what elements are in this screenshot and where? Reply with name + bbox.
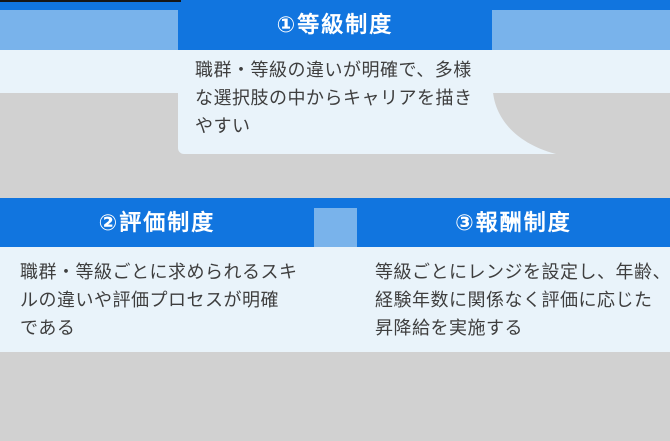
card-3-body-line: 経験年数に関係なく評価に応じた [375, 290, 653, 310]
card-1-body-line: やすい [195, 116, 251, 136]
speech-bubble [178, 50, 492, 154]
card-1-body-line: 職群・等級の違いが明確で、多様 [195, 60, 472, 80]
card-1-header-label: ①等級制度 [276, 12, 394, 37]
card-2-body-line: ルの違いや評価プロセスが明確 [20, 290, 279, 310]
card-3-body-line: 昇降給を実施する [375, 318, 523, 338]
card-1-body: 職群・等級の違いが明確で、多様 な選択肢の中からキャリアを描き やすい [195, 56, 495, 140]
card-1-body-line: な選択肢の中からキャリアを描き [195, 88, 473, 108]
card-3-body-line: 等級ごとにレンジを設定し、年齢、 [375, 262, 670, 282]
top-border-fragment [0, 0, 181, 2]
card-2-header: ②評価制度 [0, 198, 314, 247]
card-2-body-line: である [20, 318, 76, 338]
card-3-header: ③報酬制度 [357, 198, 670, 247]
top-right-bar [492, 10, 670, 50]
card-2-body-line: 職群・等級ごとに求められるスキ [20, 262, 298, 282]
header-connector-block [314, 208, 357, 247]
card-2-body: 職群・等級ごとに求められるスキ ルの違いや評価プロセスが明確 である [20, 258, 320, 342]
speech-bubble-tail [491, 92, 556, 154]
card-3-body: 等級ごとにレンジを設定し、年齢、 経験年数に関係なく評価に応じた 昇降給を実施す… [375, 258, 670, 342]
card-2-header-label: ②評価制度 [98, 209, 216, 235]
bottom-pale-band [0, 247, 670, 352]
top-left-bar [0, 10, 178, 50]
card-1-header: ①等級制度 [178, 0, 492, 50]
card-3-header-label: ③報酬制度 [455, 209, 572, 235]
